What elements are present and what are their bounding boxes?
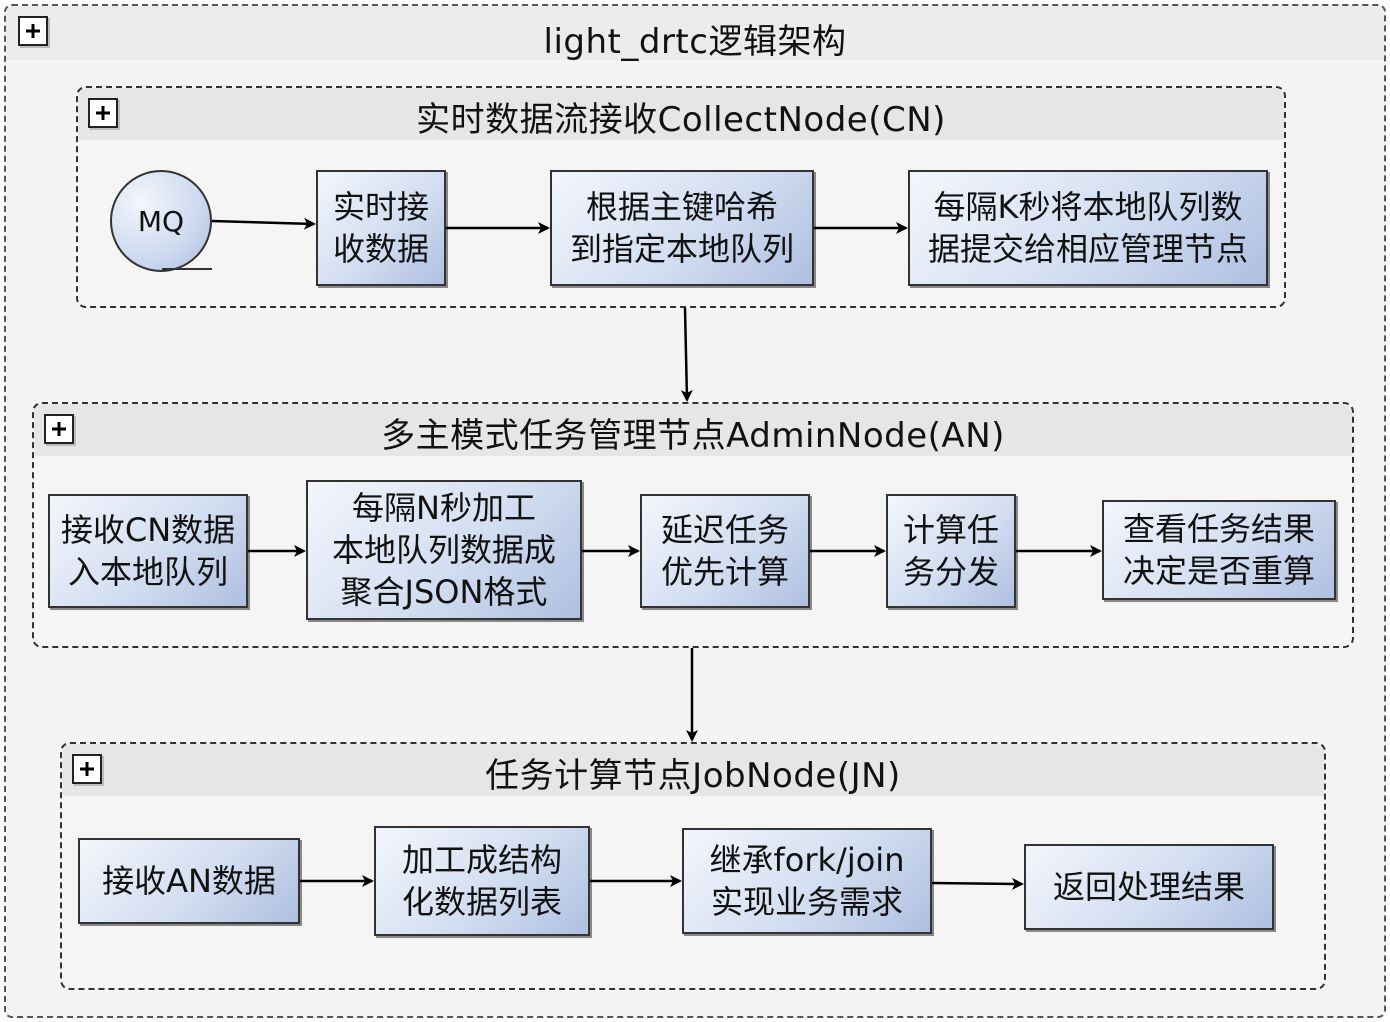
plus-box-icon bbox=[52, 422, 66, 436]
circle-process-icon bbox=[162, 268, 212, 270]
jn-node-receive: 接收AN数据 bbox=[78, 838, 300, 924]
group-admin-node-title: 多主模式任务管理节点AdminNode(AN) bbox=[381, 416, 1005, 456]
jn-node-forkjoin: 继承fork/join 实现业务需求 bbox=[682, 828, 932, 934]
jn-node-structure: 加工成结构 化数据列表 bbox=[374, 826, 590, 936]
jn-node-receive-label: 接收AN数据 bbox=[102, 862, 276, 900]
cn-node-hash-label: 根据主键哈希 到指定本地队列 bbox=[569, 188, 794, 268]
jn-node-structure-label: 加工成结构 化数据列表 bbox=[401, 841, 562, 921]
cn-node-submit: 每隔K秒将本地队列数 据提交给相应管理节点 bbox=[908, 170, 1268, 286]
an-node-check-label: 查看任务结果 决定是否重算 bbox=[1122, 510, 1315, 590]
group-job-node-title: 任务计算节点JobNode(JN) bbox=[485, 756, 901, 796]
group-admin-node-header bbox=[34, 404, 1352, 456]
architecture-header bbox=[6, 6, 1384, 60]
an-node-aggregate-label: 每隔N秒加工 本地队列数据成 聚合JSON格式 bbox=[331, 489, 556, 611]
expand-collect-node-button[interactable] bbox=[88, 98, 118, 128]
jn-node-forkjoin-label: 继承fork/join 实现业务需求 bbox=[709, 841, 905, 921]
an-node-aggregate: 每隔N秒加工 本地队列数据成 聚合JSON格式 bbox=[306, 480, 582, 620]
cn-node-hash: 根据主键哈希 到指定本地队列 bbox=[550, 170, 814, 286]
cn-node-receive-label: 实时接 收数据 bbox=[332, 188, 429, 268]
expand-job-node-button[interactable] bbox=[72, 754, 102, 784]
an-node-dispatch: 计算任 务分发 bbox=[886, 494, 1016, 608]
diagram-title: light_drtc逻辑架构 bbox=[543, 22, 847, 62]
plus-box-icon bbox=[80, 762, 94, 776]
expand-admin-node-button[interactable] bbox=[44, 414, 74, 444]
plus-box-icon bbox=[96, 106, 110, 120]
an-node-dispatch-label: 计算任 务分发 bbox=[902, 511, 999, 591]
an-node-delay: 延迟任务 优先计算 bbox=[640, 494, 810, 608]
group-job-node-header bbox=[62, 744, 1324, 796]
expand-architecture-button[interactable] bbox=[18, 16, 48, 46]
mq-label: MQ bbox=[137, 204, 185, 238]
group-collect-node-title: 实时数据流接收CollectNode(CN) bbox=[416, 100, 946, 140]
plus-box-icon bbox=[26, 24, 40, 38]
cn-node-receive: 实时接 收数据 bbox=[316, 170, 446, 286]
an-node-receive-label: 接收CN数据 入本地队列 bbox=[60, 511, 236, 591]
jn-node-return-label: 返回处理结果 bbox=[1052, 868, 1245, 906]
an-node-delay-label: 延迟任务 优先计算 bbox=[660, 511, 789, 591]
group-collect-node-header bbox=[78, 88, 1284, 140]
jn-node-return: 返回处理结果 bbox=[1024, 844, 1274, 930]
an-node-check: 查看任务结果 决定是否重算 bbox=[1102, 500, 1336, 600]
cn-node-submit-label: 每隔K秒将本地队列数 据提交给相应管理节点 bbox=[927, 188, 1248, 268]
mq-node: MQ bbox=[110, 170, 212, 272]
an-node-receive: 接收CN数据 入本地队列 bbox=[48, 494, 248, 608]
